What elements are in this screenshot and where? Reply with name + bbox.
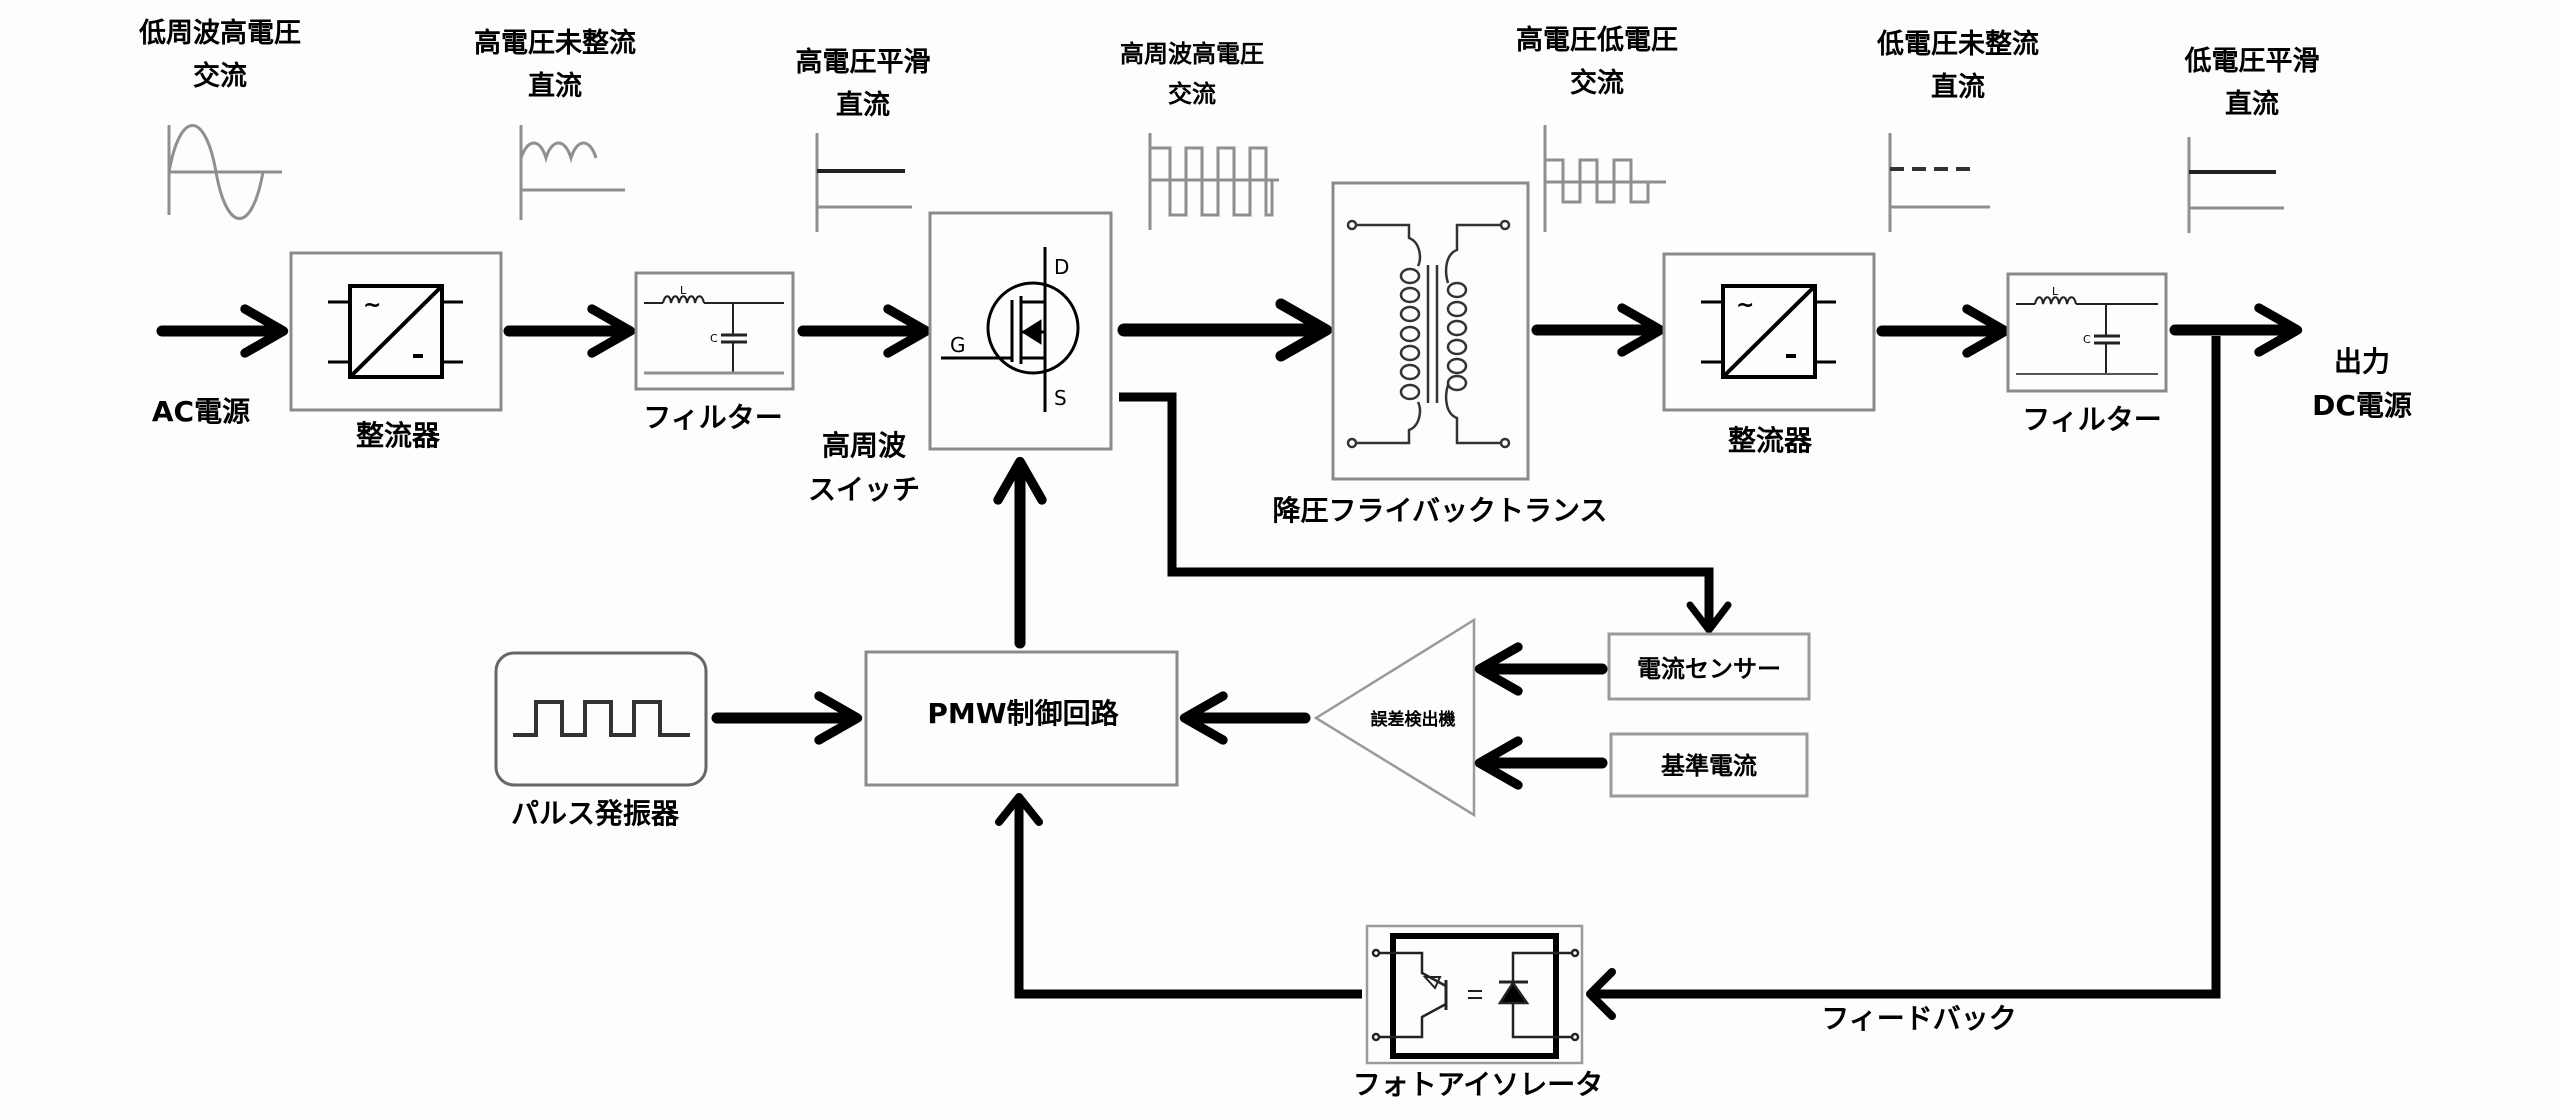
label-transformer: 降圧フライバックトランス bbox=[1272, 494, 1608, 527]
rectifier-symbol-icon bbox=[328, 284, 463, 379]
square-wave-icon bbox=[1148, 133, 1279, 230]
label-line1: 高周波 bbox=[821, 429, 907, 462]
header-line1: 高電圧未整流 bbox=[474, 28, 636, 59]
feedback-wire-output bbox=[1596, 336, 2221, 999]
rectifier-symbol-icon bbox=[1701, 284, 1836, 379]
pwm-control-block[interactable] bbox=[864, 650, 1179, 787]
label-line2: スイッチ bbox=[807, 473, 921, 506]
label-filter-2: フィルター bbox=[2022, 403, 2162, 436]
header-line2: 交流 bbox=[193, 61, 247, 92]
header-lv-unrect-dc: 低電圧未整流 直流 bbox=[1877, 23, 2039, 109]
smooth-dc-icon bbox=[815, 133, 912, 232]
smooth-dc-icon-2 bbox=[2187, 137, 2284, 233]
feedback-wire-to-pwm bbox=[1014, 802, 1362, 999]
label-hf-switch: 高周波 スイッチ bbox=[808, 424, 920, 512]
header-line1: 高電圧低電圧 bbox=[1516, 25, 1678, 56]
label-pulse-oscillator: パルス発振器 bbox=[510, 797, 680, 830]
sine-wave-icon bbox=[167, 124, 282, 220]
label-current-sensor: 電流センサー bbox=[1637, 655, 1781, 683]
pulse-oscillator-block[interactable] bbox=[494, 651, 708, 787]
header-line2: 交流 bbox=[1168, 80, 1216, 108]
current-sensor-block[interactable] bbox=[1607, 632, 1811, 701]
label-rectifier-1: 整流器 bbox=[355, 419, 441, 452]
label-ac-source: AC電源 bbox=[151, 395, 251, 428]
header-line1: 高電圧平滑 bbox=[795, 47, 931, 78]
rectifier-block-1[interactable]: ~ bbox=[289, 251, 503, 412]
ac-symbol: ~ bbox=[363, 293, 381, 318]
transformer-icon bbox=[1346, 219, 1511, 449]
header-line1: 低電圧未整流 bbox=[1877, 29, 2039, 60]
header-lv-smooth-dc: 低電圧平滑 直流 bbox=[2185, 40, 2320, 126]
gate-label: G bbox=[950, 333, 966, 357]
lc-filter-icon bbox=[644, 295, 784, 375]
header-hv-smooth-dc: 高電圧平滑 直流 bbox=[796, 41, 931, 127]
current-sense-wire bbox=[1119, 392, 1714, 624]
label-feedback: フィードバック bbox=[1821, 1002, 2017, 1035]
capacitor-label: C bbox=[2083, 333, 2091, 346]
pulse-wave-icon bbox=[513, 700, 690, 737]
drain-label: D bbox=[1054, 255, 1069, 279]
label-line1: 出力 bbox=[2333, 345, 2391, 378]
photo-isolator-block[interactable] bbox=[1365, 924, 1584, 1065]
label-output: 出力 DC電源 bbox=[2312, 340, 2412, 428]
header-line1: 低電圧平滑 bbox=[2184, 46, 2320, 77]
header-line1: 低周波高電圧 bbox=[139, 18, 301, 49]
ac-symbol: ~ bbox=[1736, 293, 1754, 318]
label-filter-1: フィルター bbox=[643, 401, 783, 434]
optocoupler-icon bbox=[1371, 948, 1580, 1042]
reference-current-block[interactable] bbox=[1609, 732, 1809, 798]
inductor-label: L bbox=[680, 284, 687, 297]
feedback-arrowhead bbox=[1586, 968, 1616, 1020]
header-line2: 直流 bbox=[2225, 89, 2279, 120]
low-square-wave-icon bbox=[1543, 125, 1666, 232]
header-line2: 直流 bbox=[836, 90, 890, 121]
filter-block-2[interactable]: L C bbox=[2006, 272, 2168, 393]
dashed-dc-icon bbox=[1888, 133, 1990, 232]
lc-filter-icon bbox=[2016, 296, 2158, 375]
header-line2: 交流 bbox=[1570, 68, 1624, 99]
mosfet-switch-block[interactable]: D G S bbox=[928, 211, 1113, 451]
inductor-label: L bbox=[2052, 285, 2059, 298]
error-detector-block[interactable] bbox=[1313, 617, 1476, 818]
header-line2: 直流 bbox=[528, 71, 582, 102]
header-lf-hv-ac: 低周波高電圧 交流 bbox=[139, 12, 301, 98]
filter-block-1[interactable]: L C bbox=[634, 271, 795, 391]
source-label: S bbox=[1054, 386, 1067, 410]
feedback-pwm-arrowhead bbox=[995, 793, 1043, 826]
ripple-dc-icon bbox=[519, 125, 625, 220]
label-error-detector: 誤差検出機 bbox=[1370, 710, 1456, 730]
label-rectifier-2: 整流器 bbox=[1727, 424, 1813, 457]
label-line2: DC電源 bbox=[2312, 389, 2412, 422]
header-hv-unrect-dc: 高電圧未整流 直流 bbox=[474, 22, 636, 108]
flyback-transformer-block[interactable] bbox=[1331, 181, 1530, 481]
capacitor-label: C bbox=[710, 332, 718, 345]
header-line2: 直流 bbox=[1931, 72, 1985, 103]
label-photo-isolator: フォトアイソレータ bbox=[1352, 1068, 1604, 1101]
header-hf-hv-ac: 高周波高電圧 交流 bbox=[1120, 34, 1264, 114]
label-pwm-control: PMW制御回路 bbox=[927, 697, 1119, 730]
label-reference-current: 基準電流 bbox=[1661, 752, 1757, 780]
current-sense-arrowhead bbox=[1686, 601, 1732, 634]
header-line1: 高周波高電圧 bbox=[1120, 40, 1264, 68]
mosfet-icon bbox=[941, 247, 1080, 412]
rectifier-block-2[interactable]: ~ bbox=[1662, 252, 1876, 412]
header-hv-lv-ac: 高電圧低電圧 交流 bbox=[1516, 19, 1678, 105]
